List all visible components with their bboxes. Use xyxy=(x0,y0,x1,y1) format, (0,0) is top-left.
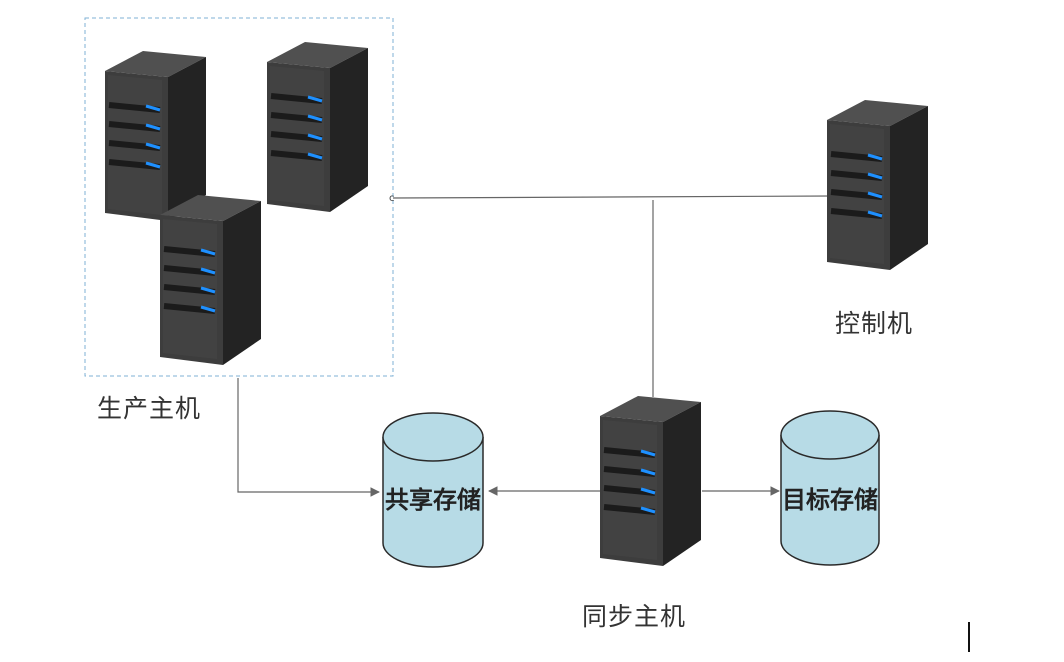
production-host-group xyxy=(84,17,394,377)
production-server-3-icon xyxy=(160,195,261,365)
junction-mark: c xyxy=(389,193,395,204)
sync-host-label: 同步主机 xyxy=(582,602,687,631)
target-storage-cylinder xyxy=(780,410,880,566)
control-machine-label: 控制机 xyxy=(835,309,914,338)
sync-host-server-icon xyxy=(600,396,701,566)
production-server-2-icon xyxy=(267,42,368,212)
connector-production-to-shared-storage xyxy=(237,378,380,497)
shared-storage-label: 共享存储 xyxy=(385,485,481,514)
shared-storage-cylinder xyxy=(382,412,484,568)
connector-group-to-control xyxy=(392,195,833,199)
production-server-1-icon xyxy=(105,51,206,221)
connectors xyxy=(237,195,833,497)
production-hosts-label: 生产主机 xyxy=(97,394,202,423)
text-cursor xyxy=(968,622,970,652)
control-machine-server-icon xyxy=(827,100,928,270)
target-storage-label: 目标存储 xyxy=(782,485,878,514)
